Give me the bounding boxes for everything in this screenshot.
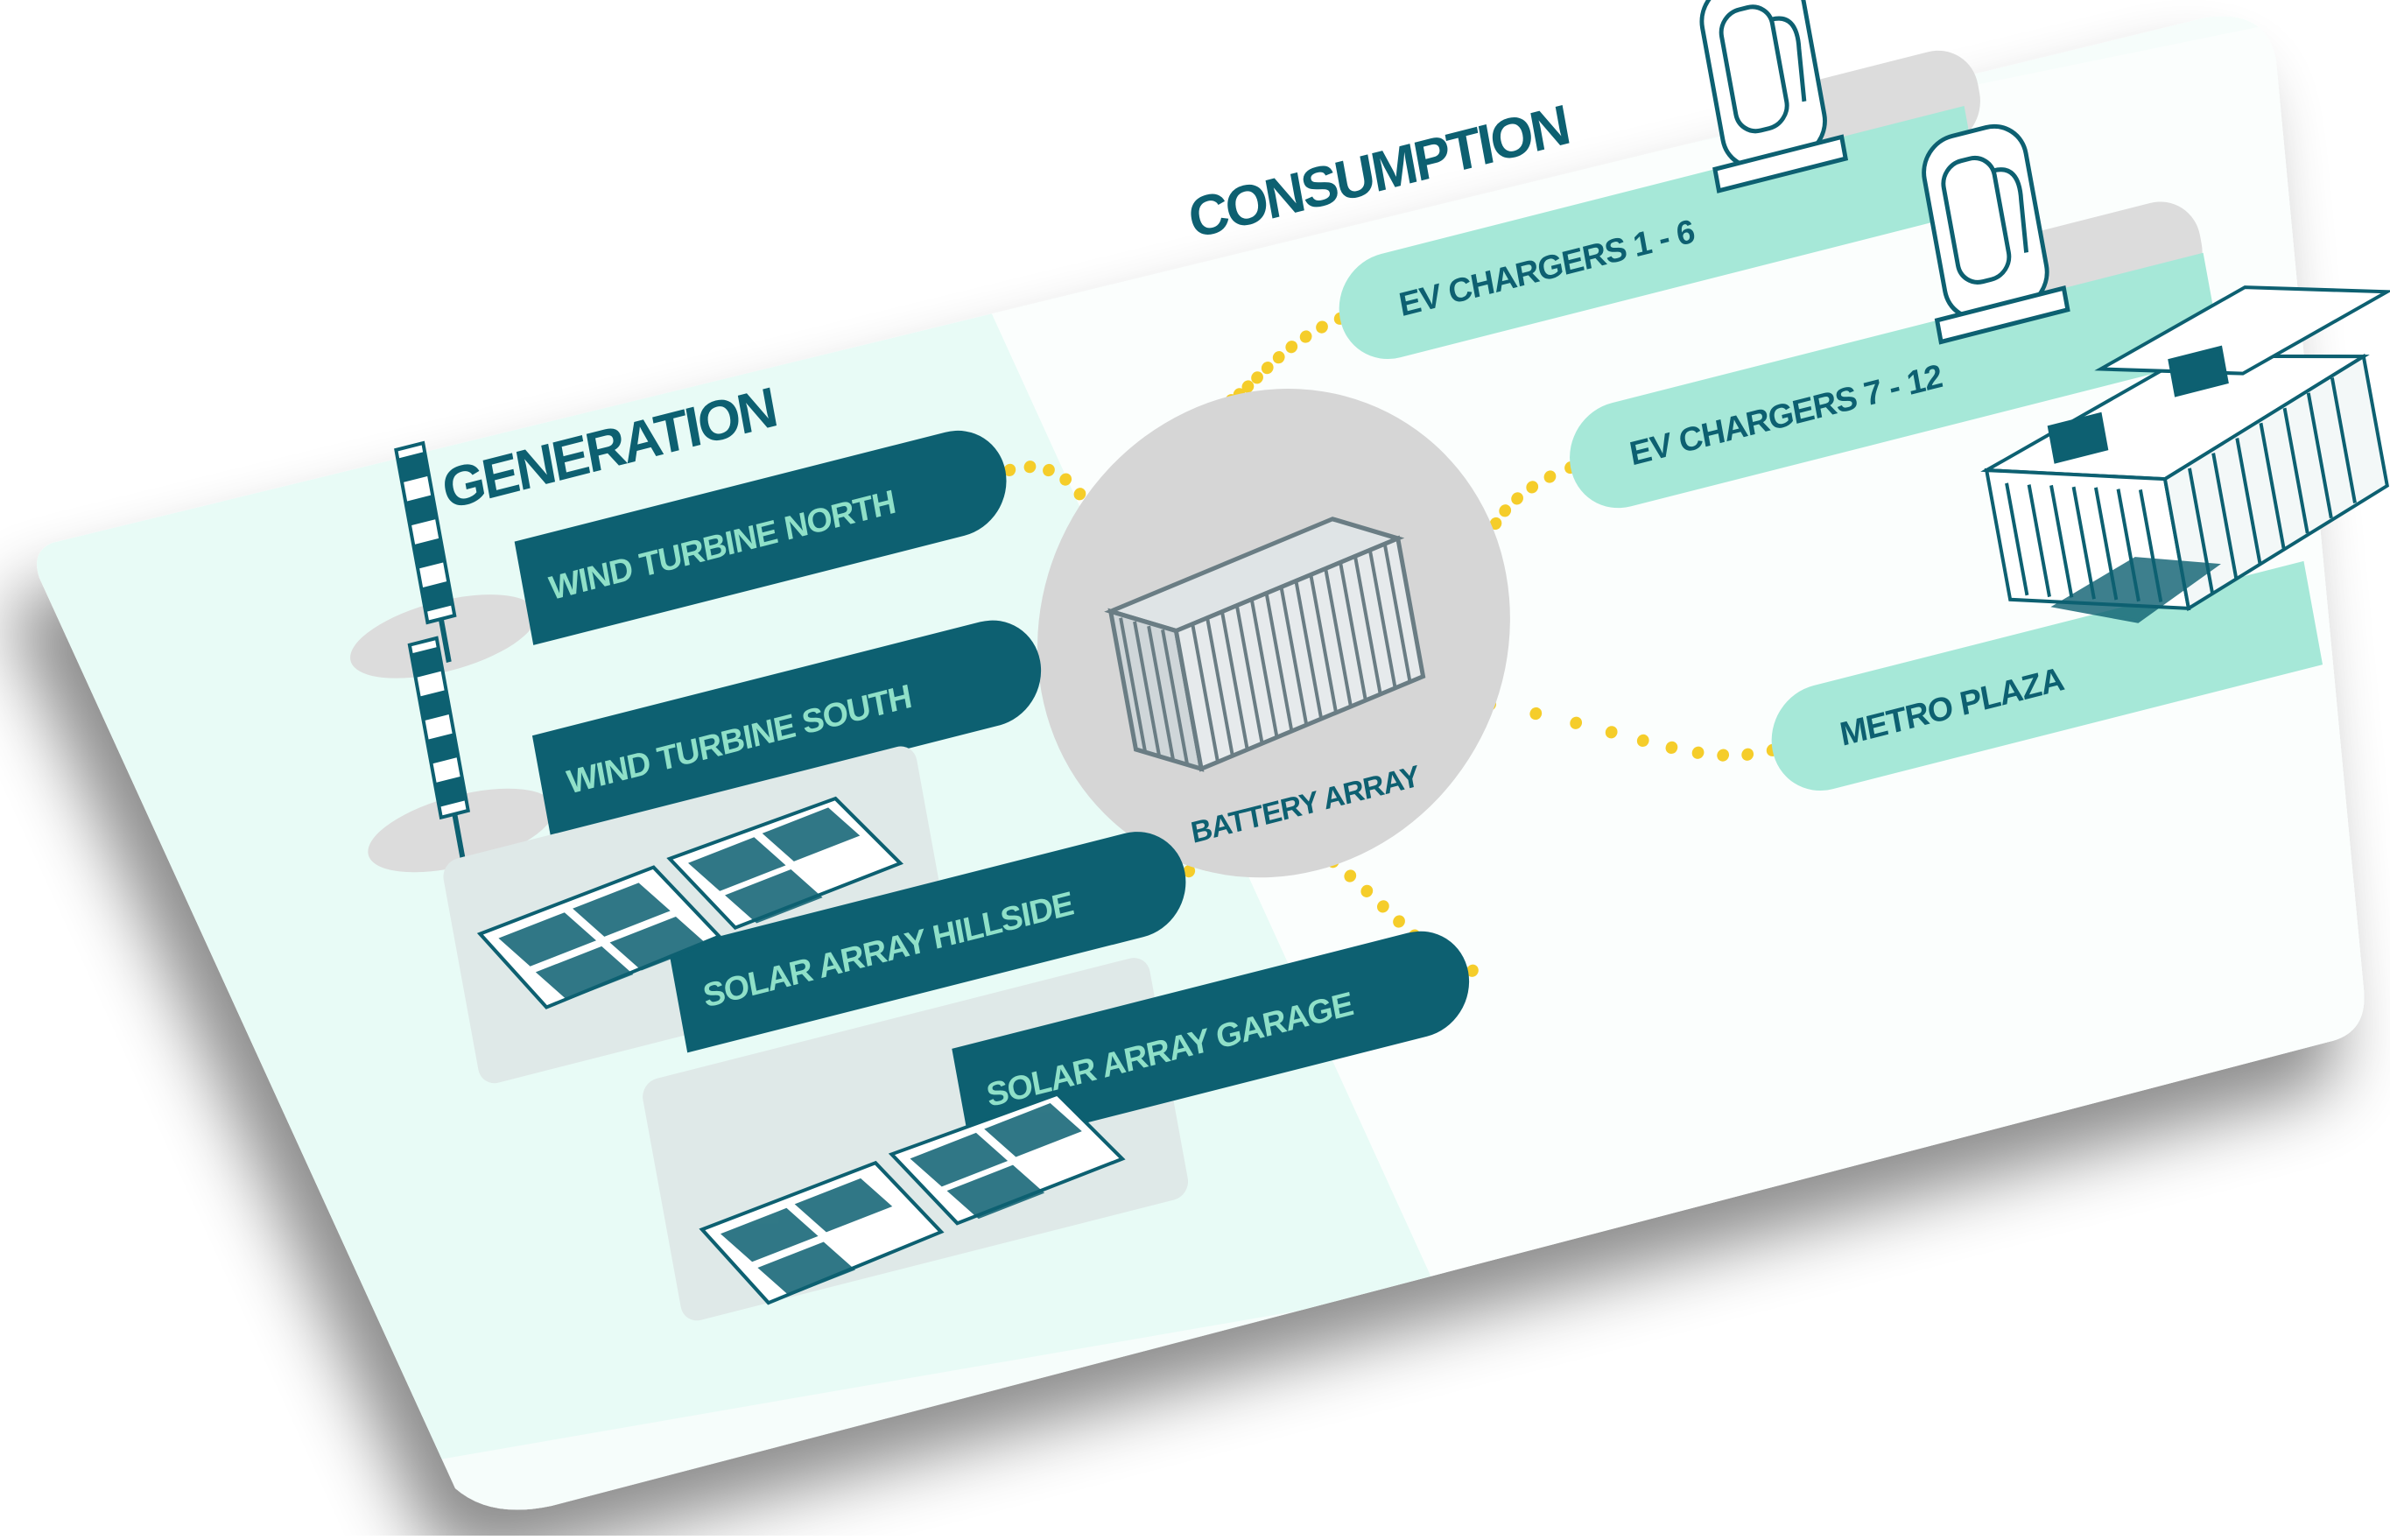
energy-flow-diagram: GENERATION CONSUMPTION [0,0,2390,1536]
diagram-canvas: GENERATION CONSUMPTION [0,0,2390,1536]
